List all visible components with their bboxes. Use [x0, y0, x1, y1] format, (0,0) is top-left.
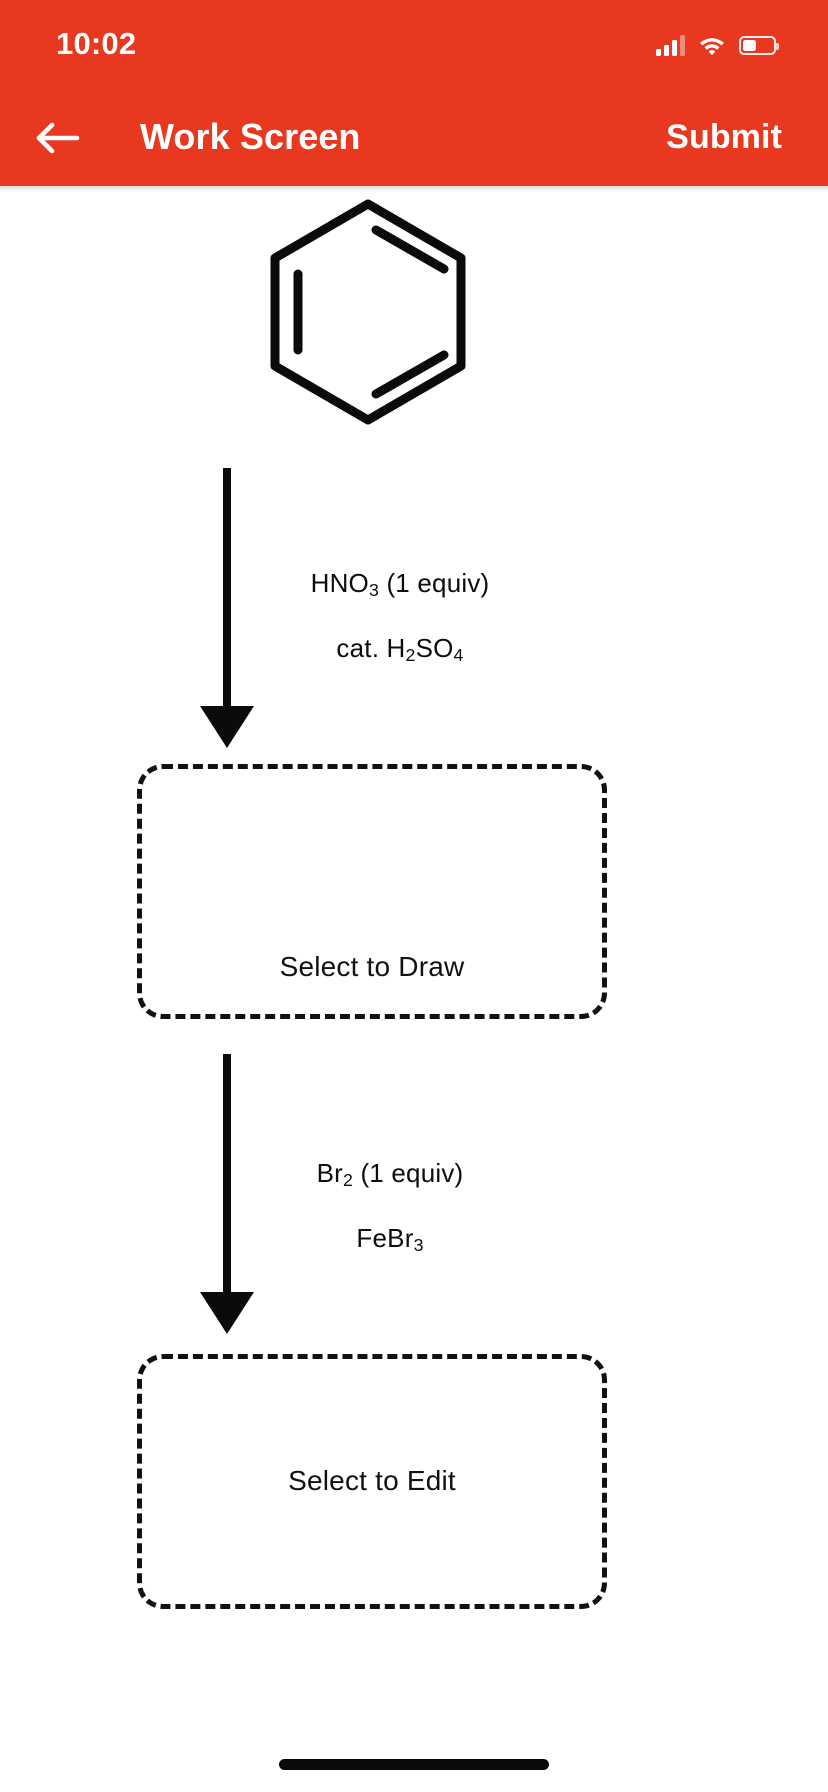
reagent-catalyst-prefix: cat. H [336, 632, 406, 663]
reagent-formula-main: Br [316, 1158, 343, 1188]
back-button[interactable] [26, 106, 90, 170]
reaction-arrow-1 [170, 464, 290, 754]
dropzone-label: Select to Draw [279, 951, 465, 982]
reagent-line-h2so4: cat. H2SO4 [260, 619, 540, 684]
dropzone-label: Select to Edit [288, 1465, 456, 1496]
cellular-signal-icon [656, 34, 685, 56]
header-shadow [0, 186, 828, 192]
reagent-line-br2: Br2 (1 equiv) [250, 1144, 530, 1209]
reagent-equiv: (1 equiv) [379, 568, 490, 598]
reagent-subscript: 3 [368, 579, 380, 600]
battery-icon [739, 35, 779, 55]
wifi-icon [698, 35, 726, 56]
home-indicator-bar[interactable] [279, 1759, 549, 1770]
reagent-subscript: 2 [405, 644, 416, 665]
reaction-canvas: HNO3 (1 equiv) cat. H2SO4 Select to Draw… [0, 186, 828, 1792]
reagent-subscript: 4 [453, 644, 464, 665]
status-bar-time: 10:02 [56, 26, 137, 61]
reagent-formula-main: FeBr [356, 1222, 414, 1253]
reagent-subscript: 3 [413, 1234, 424, 1255]
status-bar: 10:02 [0, 0, 828, 88]
reagent-conditions-1: HNO3 (1 equiv) cat. H2SO4 [260, 554, 540, 684]
status-bar-icons [656, 28, 779, 62]
reagent-subscript: 2 [342, 1169, 354, 1190]
reagent-line-hno3: HNO3 (1 equiv) [260, 554, 540, 619]
product-dropzone-1[interactable]: Select to Draw [137, 764, 607, 1019]
down-arrow-icon [170, 468, 290, 758]
reagent-line-febr3: FeBr3 [250, 1209, 530, 1274]
reaction-arrow-2 [170, 1050, 290, 1340]
reagent-conditions-2: Br2 (1 equiv) FeBr3 [250, 1144, 530, 1274]
benzene-ring-structure[interactable] [248, 190, 488, 440]
down-arrow-icon [170, 1054, 290, 1344]
reagent-formula-mid: SO [415, 632, 454, 663]
arrow-left-icon [35, 121, 81, 155]
product-dropzone-2[interactable]: Select to Edit [137, 1354, 607, 1609]
page-title: Work Screen [140, 116, 361, 157]
reagent-equiv: (1 equiv) [353, 1158, 464, 1188]
navigation-bar: Work Screen Submit [0, 88, 828, 186]
reagent-formula-main: HNO [310, 568, 369, 598]
submit-button[interactable]: Submit [666, 118, 782, 156]
